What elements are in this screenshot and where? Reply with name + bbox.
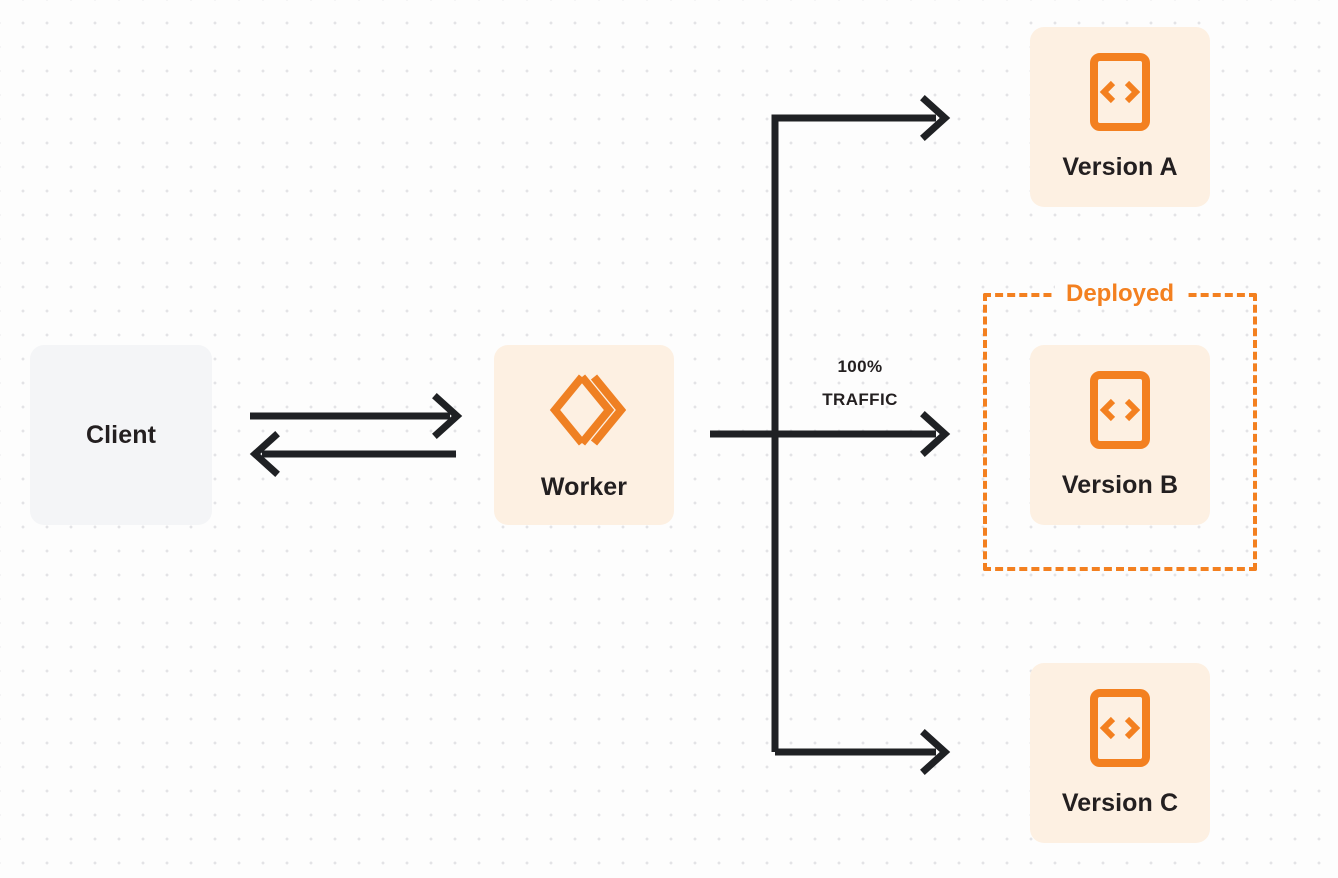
connector-worker-to-version-b (710, 411, 951, 457)
node-version-c[interactable]: Version C (1030, 663, 1210, 843)
traffic-label: 100% TRAFFIC (786, 350, 934, 416)
connector-worker-to-version-a (771, 95, 951, 752)
traffic-unit: TRAFFIC (822, 390, 898, 409)
node-worker[interactable]: Worker (494, 345, 674, 525)
node-version-a[interactable]: Version A (1030, 27, 1210, 207)
deployed-frame: Deployed (983, 279, 1257, 571)
code-file-icon (1089, 52, 1151, 137)
code-file-icon (1089, 688, 1151, 773)
code-file-icon (1089, 370, 1151, 455)
node-client[interactable]: Client (30, 345, 212, 525)
client-label: Client (85, 420, 157, 449)
version-b-label: Version B (1061, 471, 1179, 499)
connector-worker-to-client (249, 431, 456, 477)
deployed-label: Deployed (1054, 279, 1186, 309)
version-c-label: Version C (1061, 789, 1179, 817)
connector-worker-to-version-c (775, 729, 951, 775)
worker-label: Worker (540, 473, 628, 501)
cloudflare-workers-logo-icon (542, 368, 627, 457)
connector-client-to-worker (250, 393, 463, 439)
version-a-label: Version A (1062, 153, 1178, 181)
traffic-percent: 100% (837, 357, 883, 376)
node-version-b[interactable]: Version B (1030, 345, 1210, 525)
